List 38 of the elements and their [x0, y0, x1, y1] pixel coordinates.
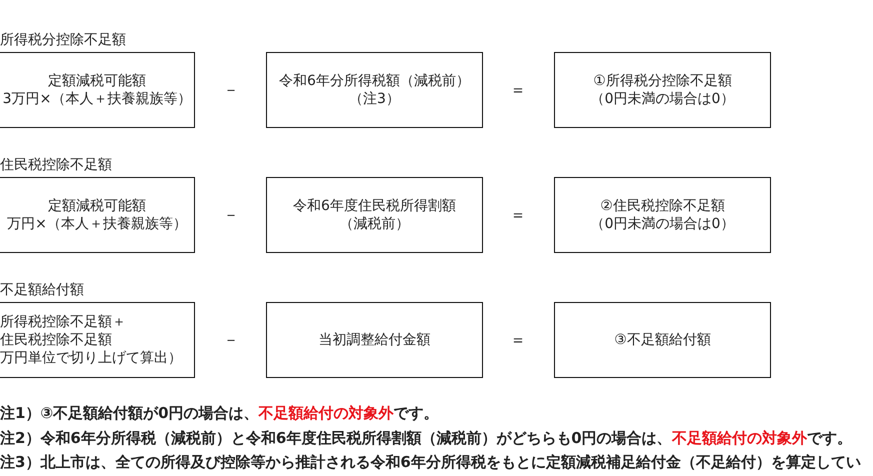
amount-text: （注3）	[349, 90, 400, 108]
footnote: 注3）北上市は、全ての所得及び控除等から推計される令和6年分所得税をもとに定額減税補足給付金（不足給付）を算定してい	[0, 452, 861, 472]
amount-text: ②住民税控除不足額	[600, 197, 725, 215]
section-heading: 住民税控除不足額	[0, 156, 112, 174]
footnote: 注2）令和6年分所得税（減税前）と令和6年度住民税所得割額（減税前）がどちらも0円の場合は、不足額給付の対象外です。	[0, 428, 852, 448]
amount-text: 定額減税可能額	[48, 197, 146, 215]
amount-text: （0円未満の場合は0）	[590, 90, 734, 108]
amount-text: 3万円×（本人＋扶養親族等）	[2, 90, 192, 108]
amount-text: 定額減税可能額	[48, 72, 146, 90]
amount-text: 所得税控除不足額＋	[0, 313, 126, 331]
formula-box	[266, 302, 483, 378]
formula-box	[266, 177, 483, 253]
minus-sign: －	[223, 81, 239, 99]
amount-text: 令和6年度住民税所得割額	[293, 197, 456, 215]
formula-box	[554, 177, 771, 253]
equals-sign: ＝	[510, 81, 526, 99]
equals-sign: ＝	[510, 206, 526, 224]
formula-box	[266, 52, 483, 128]
formula-box	[0, 177, 195, 253]
equals-sign: ＝	[510, 331, 526, 349]
formula-box	[0, 52, 195, 128]
formula-box	[0, 302, 195, 378]
amount-text: ③不足額給付額	[614, 331, 711, 349]
amount-text: 当初調整給付金額	[318, 331, 430, 349]
footnote: 注1）③不足額給付額が0円の場合は、不足額給付の対象外です。	[0, 403, 439, 423]
amount-text: （減税前）	[340, 215, 410, 233]
section-heading: 不足額給付額	[0, 281, 84, 299]
minus-sign: －	[223, 206, 239, 224]
section-heading: 所得税分控除不足額	[0, 31, 126, 49]
amount-text: 令和6年分所得税額（減税前）	[279, 72, 470, 90]
amount-text: （0円未満の場合は0）	[590, 215, 734, 233]
amount-text: 万円単位で切り上げて算出）	[0, 349, 182, 367]
formula-box	[554, 52, 771, 128]
minus-sign: －	[223, 331, 239, 349]
amount-text: 万円×（本人＋扶養親族等）	[7, 215, 187, 233]
amount-text: ①所得税分控除不足額	[593, 72, 732, 90]
amount-text: 住民税控除不足額	[0, 331, 112, 349]
formula-box	[554, 302, 771, 378]
